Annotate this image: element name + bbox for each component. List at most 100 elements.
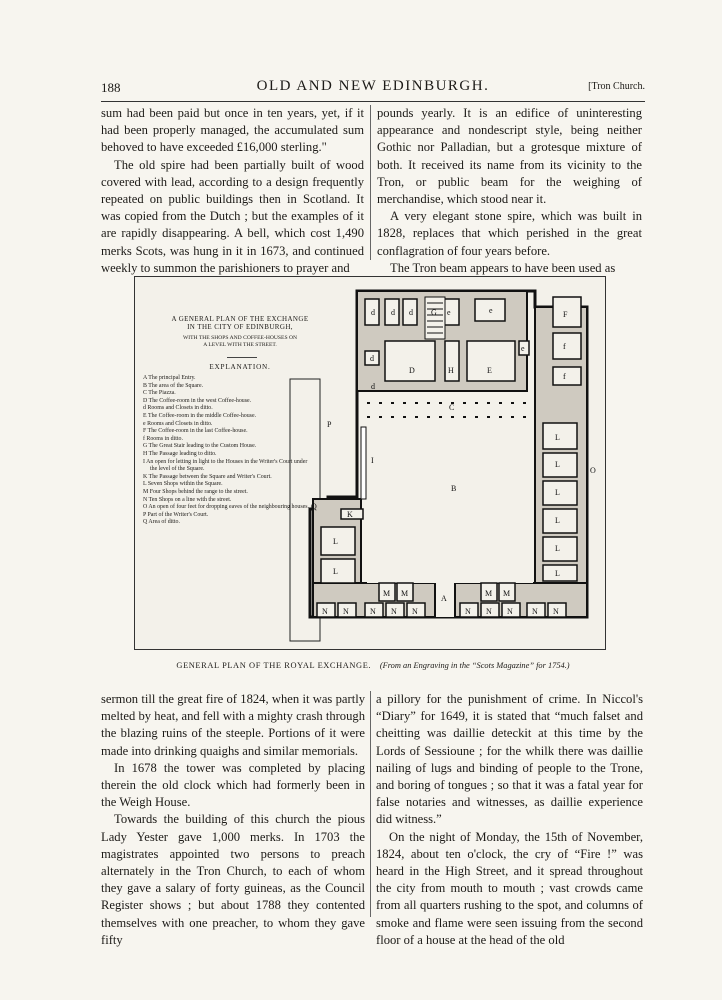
label-B: B	[451, 484, 456, 493]
light-opening	[360, 426, 367, 500]
label-N: N	[343, 607, 349, 616]
label-d: d	[371, 308, 375, 317]
paragraph: On the night of Monday, the 15th of Nove…	[376, 829, 643, 947]
paragraph: Towards the building of this church the …	[101, 812, 365, 947]
label-e: e	[489, 306, 493, 315]
legend-item: e Rooms and Closets in ditto.	[143, 420, 213, 427]
north-rooms	[364, 298, 530, 382]
label-M: M	[485, 589, 492, 598]
label-D: D	[409, 366, 415, 375]
text-column-top-left: sum had been paid but once in ten years,…	[101, 105, 364, 277]
label-N: N	[391, 607, 397, 616]
explanation-heading: Explanation.	[209, 363, 271, 371]
label-e: e	[521, 344, 525, 353]
label-N: N	[412, 607, 418, 616]
label-P: P	[327, 420, 332, 429]
legend-item: d Rooms and Closets in ditto.	[143, 405, 213, 412]
legend-rule	[227, 357, 257, 358]
legend-item: L Seven Shops within the Square.	[143, 481, 223, 488]
label-C: C	[449, 403, 454, 412]
legend-item: A The principal Entry.	[143, 375, 196, 381]
plan-labels: A B C D E F G H I K L L L L L L L L M M …	[311, 306, 596, 616]
label-M: M	[383, 589, 390, 598]
label-H: H	[448, 366, 454, 375]
paragraph: The Tron beam appears to have been used …	[390, 260, 616, 275]
legend-item: B The area of the Square.	[143, 382, 204, 389]
label-M: M	[503, 589, 510, 598]
label-M: M	[401, 589, 408, 598]
paragraph: sum had been paid but once in ten years,…	[101, 106, 364, 155]
label-E: E	[487, 366, 492, 375]
text-column-top-right: pounds yearly. It is an edifice of unint…	[377, 105, 642, 277]
legend-item: P Part of the Writer's Court.	[143, 511, 209, 518]
label-N: N	[322, 607, 328, 616]
legend-item: M Four Shops behind the range to the str…	[143, 488, 248, 495]
page-header: 188 OLD AND NEW EDINBURGH. [Tron Church.	[101, 78, 645, 100]
legend-item: F The Coffee-room in the last Coffee-hou…	[143, 428, 248, 435]
caption-title: General Plan of the Royal Exchange.	[176, 661, 372, 670]
label-L: L	[333, 537, 338, 546]
label-A: A	[441, 594, 447, 603]
legend-item: I An open for letting in light to the Ho…	[143, 458, 308, 473]
east-shops	[542, 422, 578, 582]
label-N: N	[553, 607, 559, 616]
exchange-outer-wall	[308, 289, 589, 619]
square-area	[367, 423, 533, 583]
legend-item: G The Great Stair leading to the Custom …	[143, 443, 257, 450]
caption-source: (From an Engraving in the “Scots Magazin…	[379, 661, 570, 670]
label-f: f	[563, 342, 566, 351]
column-divider	[370, 691, 371, 917]
running-title: OLD AND NEW EDINBURGH.	[256, 78, 490, 94]
label-N: N	[465, 607, 471, 616]
label-d: d	[391, 308, 395, 317]
text-column-bottom-left: sermon till the great fire of 1824, when…	[101, 691, 365, 949]
label-L: L	[555, 516, 560, 525]
west-shops	[320, 508, 364, 584]
m-shops	[378, 582, 516, 602]
column-divider	[370, 105, 371, 260]
paragraph: A very elegant stone spire, which was bu…	[377, 209, 642, 258]
label-N: N	[486, 607, 492, 616]
label-G: G	[431, 308, 437, 317]
label-N: N	[532, 607, 538, 616]
label-d: d	[409, 308, 413, 317]
legend-item: K The Passage between the Square and Wri…	[143, 473, 272, 480]
label-L: L	[555, 433, 560, 442]
page-number: 188	[101, 80, 121, 95]
legend-item: D The Coffee-room in the west Coffee-hou…	[143, 397, 252, 404]
label-L: L	[555, 544, 560, 553]
legend-item: C The Piazza.	[143, 390, 176, 397]
n-shops	[316, 602, 567, 618]
paragraph: sermon till the great fire of 1824, when…	[101, 692, 365, 758]
paragraph: The old spire had been partially built o…	[101, 157, 364, 275]
figure-caption: General Plan of the Royal Exchange. (Fro…	[101, 661, 645, 670]
legend-item: O An open of four feet for dropping eave…	[143, 504, 310, 511]
header-rule	[101, 101, 645, 102]
legend-item: H The Passage leading to ditto.	[143, 450, 217, 457]
plan-subtitle: With the Shops and Coffee-Houses on a Le…	[182, 335, 298, 348]
legend-item: N Ten Shops on a line with the street.	[143, 496, 232, 503]
label-d: d	[370, 354, 374, 363]
paragraph: a pillory for the punishment of crime. I…	[376, 692, 643, 827]
legend-item: E The Coffee-room in the middle Coffee-h…	[143, 412, 257, 419]
plan-title: A General Plan of the Exchange in the Ci…	[171, 315, 309, 332]
label-f: f	[563, 372, 566, 381]
label-I: I	[371, 456, 374, 465]
text-column-bottom-right: a pillory for the punishment of crime. I…	[376, 691, 643, 949]
legend-list: A The principal Entry.B The area of the …	[143, 375, 315, 527]
label-L: L	[555, 488, 560, 497]
label-L: L	[555, 460, 560, 469]
label-L: L	[333, 567, 338, 576]
paragraph: In 1678 the tower was completed by placi…	[101, 760, 365, 810]
legend-item: Q Area of ditto.	[143, 519, 180, 526]
east-rooms	[552, 296, 582, 386]
principal-entry	[435, 583, 455, 617]
label-N: N	[370, 607, 376, 616]
label-F: F	[563, 310, 568, 319]
label-N: N	[507, 607, 513, 616]
section-tag: [Tron Church.	[588, 81, 645, 92]
paragraph: pounds yearly. It is an edifice of unint…	[377, 106, 642, 207]
floor-plan-drawing: A B C D E F G H I K L L L L L L L L M M …	[289, 289, 596, 642]
label-L: L	[555, 569, 560, 578]
label-K: K	[347, 510, 353, 519]
